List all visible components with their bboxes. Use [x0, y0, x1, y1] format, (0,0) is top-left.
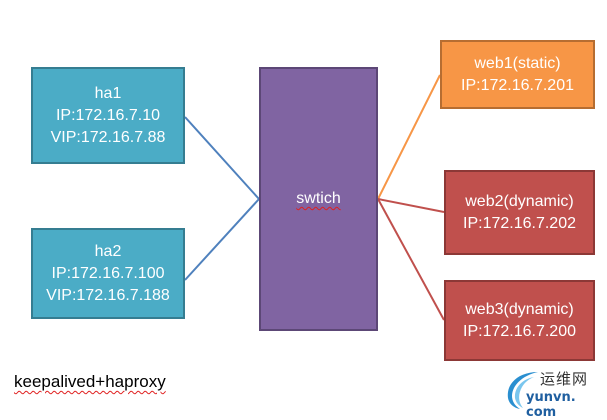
node-ha1-ip: IP:172.16.7.10 [55, 106, 161, 124]
edge-switch-web1 [377, 74, 441, 200]
node-web2-ip: IP:172.16.7.202 [463, 214, 576, 232]
node-web1[interactable]: web1(static) IP:172.16.7.201 [440, 40, 595, 109]
node-ha2[interactable]: ha2 IP:172.16.7.100 VIP:172.16.7.188 [31, 228, 185, 319]
node-ha1-name: ha1 [94, 84, 122, 102]
node-ha2-ip: IP:172.16.7.100 [51, 264, 165, 282]
node-switch[interactable]: swtich [259, 67, 378, 331]
node-ha2-name: ha2 [94, 242, 122, 260]
node-web2[interactable]: web2(dynamic) IP:172.16.7.202 [444, 170, 595, 255]
node-web1-ip: IP:172.16.7.201 [461, 76, 574, 94]
edge-switch-web3 [377, 198, 445, 321]
node-web2-name: web2(dynamic) [465, 192, 574, 210]
diagram-caption: keepalived+haproxy [14, 372, 166, 391]
node-web3-name: web3(dynamic) [465, 300, 574, 318]
watermark-cn: 运维网 [540, 371, 589, 388]
edge-switch-web2 [377, 198, 445, 213]
edge-ha2-switch [184, 198, 260, 281]
node-switch-label: swtich [296, 190, 341, 207]
swoosh-icon [507, 372, 538, 409]
node-web3-ip: IP:172.16.7.200 [463, 322, 576, 340]
node-web1-name: web1(static) [474, 54, 561, 72]
watermark-en: yunvn. com [526, 390, 576, 420]
node-ha1[interactable]: ha1 IP:172.16.7.10 VIP:172.16.7.88 [31, 67, 185, 164]
edge-ha1-switch [184, 116, 260, 200]
watermark-logo: 运维网 yunvn. com [500, 366, 605, 420]
node-ha2-vip: VIP:172.16.7.188 [46, 286, 170, 304]
node-web3[interactable]: web3(dynamic) IP:172.16.7.200 [444, 280, 595, 361]
node-ha1-vip: VIP:172.16.7.88 [50, 128, 166, 146]
